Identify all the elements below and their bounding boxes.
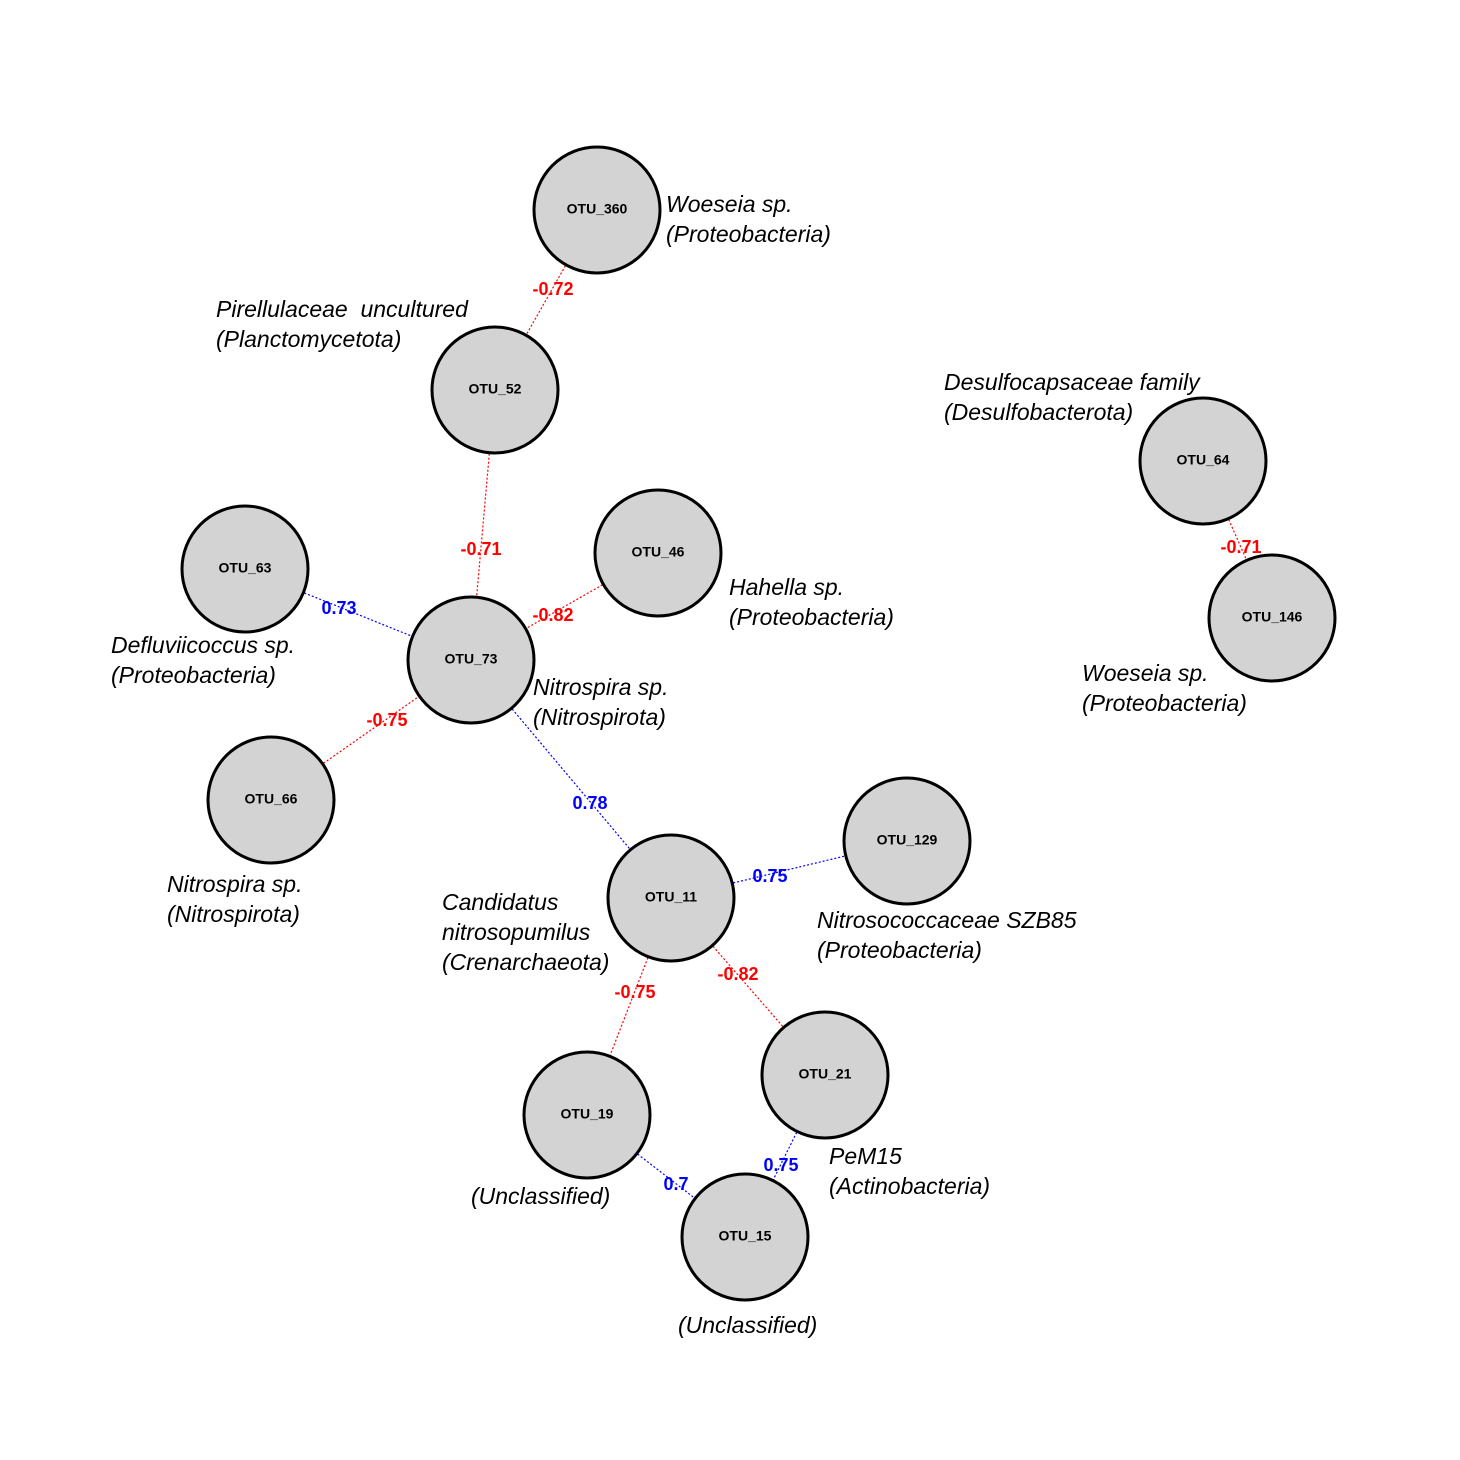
taxon-line: (Proteobacteria) bbox=[666, 221, 831, 247]
taxon-label-OTU_64: Desulfocapsaceae family (Desulfobacterota… bbox=[944, 369, 1201, 425]
taxon-line: Nitrospira sp. bbox=[533, 674, 668, 700]
taxon-line: (Proteobacteria) bbox=[817, 937, 982, 963]
node-label-OTU_129: OTU_129 bbox=[877, 832, 938, 848]
edge-weight-OTU_64-OTU_146: -0.71 bbox=[1220, 537, 1261, 557]
node-label-OTU_46: OTU_46 bbox=[632, 544, 685, 560]
node-circle-OTU_66[interactable] bbox=[206, 735, 336, 865]
taxon-line: (Planctomycetota) bbox=[216, 326, 401, 352]
node-circle-OTU_19[interactable] bbox=[522, 1050, 652, 1180]
node-circle-OTU_21[interactable] bbox=[760, 1010, 890, 1140]
node-circle-OTU_146[interactable] bbox=[1207, 553, 1337, 683]
node-circle-OTU_52[interactable] bbox=[430, 325, 560, 455]
taxon-label-OTU_360: Woeseia sp. (Proteobacteria) bbox=[666, 191, 831, 247]
node-OTU_19[interactable]: OTU_19 bbox=[522, 1050, 652, 1180]
edge-weight-OTU_19-OTU_15: 0.7 bbox=[663, 1174, 688, 1194]
taxon-line: (Crenarchaeota) bbox=[442, 949, 609, 975]
node-OTU_46[interactable]: OTU_46 bbox=[593, 488, 723, 618]
node-OTU_63[interactable]: OTU_63 bbox=[180, 504, 310, 634]
taxon-line: Defluviicoccus sp. bbox=[111, 632, 295, 658]
node-label-OTU_360: OTU_360 bbox=[567, 201, 628, 217]
node-circle-OTU_46[interactable] bbox=[593, 488, 723, 618]
node-OTU_360[interactable]: OTU_360 bbox=[532, 145, 662, 275]
node-OTU_129[interactable]: OTU_129 bbox=[842, 776, 972, 906]
node-circle-OTU_64[interactable] bbox=[1138, 396, 1268, 526]
taxon-label-OTU_146: Woeseia sp. (Proteobacteria) bbox=[1082, 660, 1247, 716]
node-OTU_146[interactable]: OTU_146 bbox=[1207, 553, 1337, 683]
nodes-layer: OTU_360OTU_52OTU_73OTU_63OTU_46OTU_66OTU… bbox=[180, 145, 1337, 1302]
edge-weight-OTU_11-OTU_21: -0.82 bbox=[717, 964, 758, 984]
node-circle-OTU_11[interactable] bbox=[606, 833, 736, 963]
edge-weight-OTU_11-OTU_19: -0.75 bbox=[614, 982, 655, 1002]
taxon-line: Woeseia sp. bbox=[666, 191, 793, 217]
taxon-line: Desulfocapsaceae family bbox=[944, 369, 1201, 395]
edge-weight-OTU_63-OTU_73: 0.73 bbox=[321, 598, 356, 618]
node-label-OTU_64: OTU_64 bbox=[1177, 452, 1230, 468]
edge-weight-OTU_360-OTU_52: -0.72 bbox=[532, 279, 573, 299]
taxon-line: (Nitrospirota) bbox=[533, 704, 666, 730]
taxon-labels-layer: Woeseia sp. (Proteobacteria) Pirellulaceae… bbox=[111, 191, 1247, 1338]
taxon-line: PeM15 bbox=[829, 1143, 902, 1169]
node-circle-OTU_15[interactable] bbox=[680, 1172, 810, 1302]
taxon-line: Woeseia sp. bbox=[1082, 660, 1209, 686]
taxon-label-OTU_66: Nitrospira sp. (Nitrospirota) bbox=[167, 871, 302, 927]
node-label-OTU_15: OTU_15 bbox=[719, 1228, 772, 1244]
node-label-OTU_21: OTU_21 bbox=[799, 1066, 852, 1082]
node-label-OTU_19: OTU_19 bbox=[561, 1106, 614, 1122]
taxon-line: (Actinobacteria) bbox=[829, 1173, 990, 1199]
taxon-line: (Unclassified) bbox=[678, 1312, 817, 1338]
taxon-label-OTU_129: Nitrosococcaceae SZB85 (Proteobacteria) bbox=[817, 907, 1077, 963]
node-circle-OTU_360[interactable] bbox=[532, 145, 662, 275]
taxon-line: (Unclassified) bbox=[471, 1183, 610, 1209]
edge-OTU_11-OTU_21 bbox=[670, 897, 826, 1076]
taxon-line: Candidatus bbox=[442, 889, 559, 915]
taxon-label-OTU_46: Hahella sp. (Proteobacteria) bbox=[729, 574, 894, 630]
edge-weight-OTU_66-OTU_73: -0.75 bbox=[366, 710, 407, 730]
edge-weight-OTU_46-OTU_73: -0.82 bbox=[532, 605, 573, 625]
node-circle-OTU_63[interactable] bbox=[180, 504, 310, 634]
taxon-line: (Proteobacteria) bbox=[1082, 690, 1247, 716]
edge-weight-OTU_52-OTU_73: -0.71 bbox=[460, 539, 501, 559]
taxon-line: Pirellulaceae uncultured bbox=[216, 296, 469, 322]
node-label-OTU_52: OTU_52 bbox=[469, 381, 522, 397]
taxon-line: (Proteobacteria) bbox=[111, 662, 276, 688]
edge-weight-OTU_73-OTU_11: 0.78 bbox=[572, 793, 607, 813]
taxon-label-OTU_73: Nitrospira sp. (Nitrospirota) bbox=[533, 674, 668, 730]
taxon-line: (Nitrospirota) bbox=[167, 901, 300, 927]
node-OTU_21[interactable]: OTU_21 bbox=[760, 1010, 890, 1140]
node-circle-OTU_73[interactable] bbox=[406, 595, 536, 725]
node-label-OTU_146: OTU_146 bbox=[1242, 609, 1303, 625]
node-label-OTU_11: OTU_11 bbox=[645, 889, 697, 905]
taxon-label-OTU_15: (Unclassified) bbox=[678, 1312, 817, 1338]
edge-labels-layer: -0.72 -0.71 0.73 -0.82 -0.75 0.78 0.75 -0.75 -0.… bbox=[321, 279, 1261, 1194]
taxon-line: nitrosopumilus bbox=[442, 919, 591, 945]
node-label-OTU_63: OTU_63 bbox=[219, 560, 272, 576]
taxon-label-OTU_52: Pirellulaceae uncultured (Planctomycetota… bbox=[216, 296, 469, 352]
taxon-line: Nitrosococcaceae SZB85 bbox=[817, 907, 1077, 933]
taxon-line: Hahella sp. bbox=[729, 574, 844, 600]
taxon-label-OTU_11: Candidatus nitrosopumilus (Crenarchaeota) bbox=[442, 889, 609, 975]
taxon-line: Nitrospira sp. bbox=[167, 871, 302, 897]
node-OTU_64[interactable]: OTU_64 bbox=[1138, 396, 1268, 526]
node-circle-OTU_129[interactable] bbox=[842, 776, 972, 906]
edge-weight-OTU_11-OTU_129: 0.75 bbox=[752, 866, 787, 886]
taxon-label-OTU_63: Defluviicoccus sp. (Proteobacteria) bbox=[111, 632, 295, 688]
taxon-line: (Desulfobacterota) bbox=[944, 399, 1133, 425]
edge-weight-OTU_21-OTU_15: 0.75 bbox=[763, 1155, 798, 1175]
node-OTU_15[interactable]: OTU_15 bbox=[680, 1172, 810, 1302]
node-OTU_11[interactable]: OTU_11 bbox=[606, 833, 736, 963]
taxon-line: (Proteobacteria) bbox=[729, 604, 894, 630]
taxon-label-OTU_21: PeM15 (Actinobacteria) bbox=[829, 1143, 990, 1199]
node-label-OTU_66: OTU_66 bbox=[245, 791, 298, 807]
node-OTU_73[interactable]: OTU_73 bbox=[406, 595, 536, 725]
taxon-label-OTU_19: (Unclassified) bbox=[471, 1183, 610, 1209]
node-label-OTU_73: OTU_73 bbox=[445, 651, 498, 667]
node-OTU_52[interactable]: OTU_52 bbox=[430, 325, 560, 455]
node-OTU_66[interactable]: OTU_66 bbox=[206, 735, 336, 865]
